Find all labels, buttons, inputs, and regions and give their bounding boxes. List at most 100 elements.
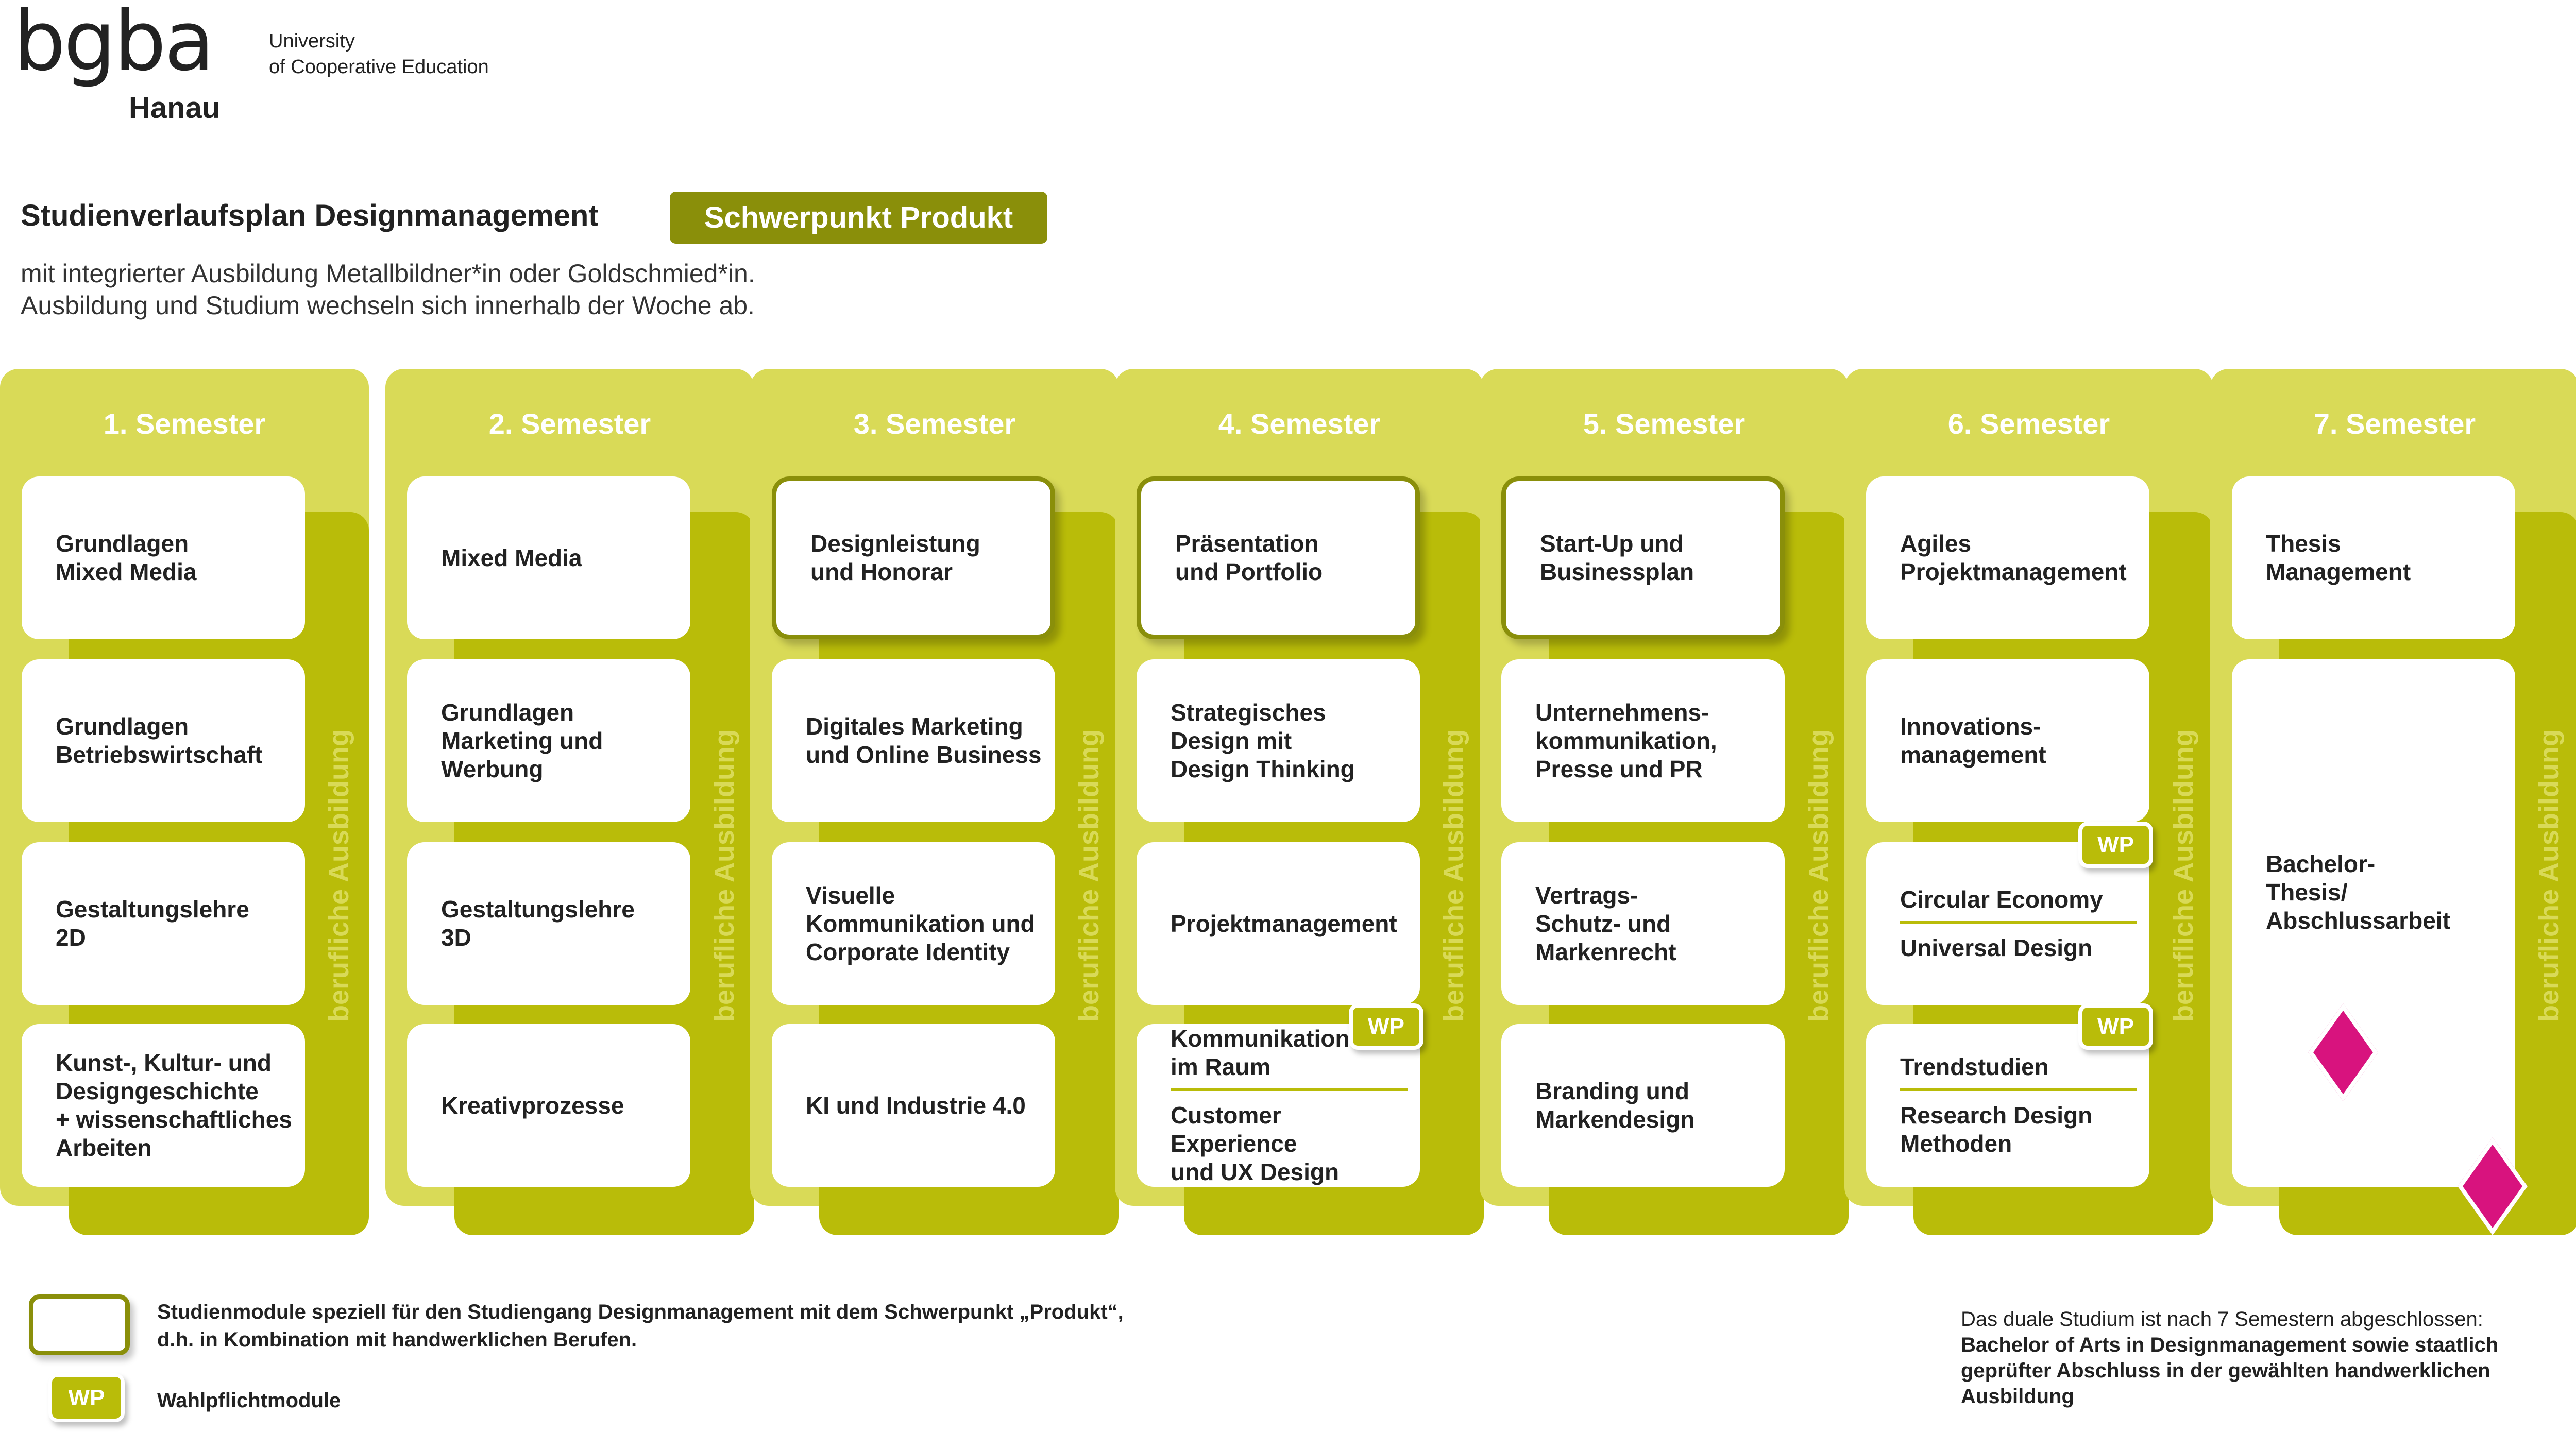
legend-special-module-text: Studienmodule speziell für den Studienga… — [157, 1298, 1124, 1354]
module-card: Bachelor- Thesis/ Abschlussarbeit — [2232, 659, 2515, 1187]
module-card: Grundlagen Mixed Media — [22, 476, 305, 639]
module-title: Vertrags- Schutz- und Markenrecht — [1535, 881, 1676, 965]
module-card: Visuelle Kommunikation und Corporate Ide… — [772, 842, 1055, 1005]
module-option-divider — [1171, 1088, 1408, 1091]
vocational-training-label-text: berufliche Ausbildung — [1074, 729, 1105, 1022]
vocational-training-label: berufliche Ausbildung — [1798, 536, 1839, 1216]
vocational-training-label-text: berufliche Ausbildung — [2534, 729, 2565, 1022]
wp-elective-badge: WP — [1349, 1003, 1423, 1050]
graduation-note-intro: Das duale Studium ist nach 7 Semestern a… — [1961, 1308, 2483, 1331]
module-card: Designleistung und Honorar — [772, 476, 1055, 639]
legend-wp-badge: WP — [48, 1373, 125, 1422]
module-title: Präsentation und Portfolio — [1175, 530, 1323, 585]
module-card: Vertrags- Schutz- und Markenrecht — [1501, 842, 1785, 1005]
module-card: Branding und Markendesign — [1501, 1024, 1785, 1187]
module-card: Digitales Marketing und Online Business — [772, 659, 1055, 822]
module-card: Grundlagen Betriebswirtschaft — [22, 659, 305, 822]
module-alternative-title: Customer Experience und UX Design — [1171, 1102, 1340, 1185]
module-title: Bachelor- Thesis/ Abschlussarbeit — [2266, 850, 2450, 934]
semester-title: 6. Semester — [1947, 407, 2110, 440]
module-title: Digitales Marketing und Online Business — [806, 713, 1042, 768]
logo-university-text: University of Cooperative Education — [269, 28, 489, 80]
module-title: Gestaltungslehre 2D — [56, 896, 249, 951]
module-card: Strategisches Design mit Design Thinking — [1137, 659, 1420, 822]
vocational-training-label-text: berufliche Ausbildung — [2168, 729, 2199, 1022]
module-title: Grundlagen Marketing und Werbung — [441, 698, 603, 782]
module-alternative-title: Research Design Methoden — [1900, 1102, 2093, 1157]
graduation-note: Das duale Studium ist nach 7 Semestern a… — [1961, 1306, 2553, 1409]
module-title: Visuelle Kommunikation und Corporate Ide… — [806, 881, 1035, 965]
module-card: Agiles Projektmanagement — [1866, 476, 2149, 639]
subtitle-line1: mit integrierter Ausbildung Metallbildne… — [21, 259, 755, 288]
vocational-training-label: berufliche Ausbildung — [1069, 536, 1110, 1216]
vocational-training-label: berufliche Ausbildung — [704, 536, 745, 1216]
module-title: Strategisches Design mit Design Thinking — [1171, 698, 1355, 782]
module-title: Kunst-, Kultur- und Designgeschichte + w… — [56, 1049, 292, 1161]
legend-special-line2: d.h. in Kombination mit handwerklichen B… — [157, 1328, 637, 1351]
module-title: Designleistung und Honorar — [810, 530, 980, 585]
vocational-training-label-text: berufliche Ausbildung — [709, 729, 740, 1022]
module-card: Gestaltungslehre 2D — [22, 842, 305, 1005]
subtitle: mit integrierter Ausbildung Metallbildne… — [21, 258, 755, 321]
module-title: Agiles Projektmanagement — [1900, 530, 2127, 585]
module-card: Gestaltungslehre 3D — [407, 842, 690, 1005]
semester-title: 2. Semester — [488, 407, 651, 440]
module-title: Kommunikation im Raum — [1171, 1025, 1350, 1080]
module-title: Grundlagen Mixed Media — [56, 530, 197, 585]
module-card: Innovations- management — [1866, 659, 2149, 822]
wp-elective-badge: WP — [2078, 1003, 2153, 1050]
module-card: Thesis Management — [2232, 476, 2515, 639]
module-title: Mixed Media — [441, 544, 582, 571]
module-alternative-title: Universal Design — [1900, 934, 2093, 961]
module-title: Projektmanagement — [1171, 910, 1397, 937]
logo-city: Hanau — [129, 91, 221, 125]
module-option-divider — [1900, 920, 2137, 924]
semester-title: 5. Semester — [1583, 407, 1745, 440]
module-card: Grundlagen Marketing und Werbung — [407, 659, 690, 822]
module-title: Thesis Management — [2266, 530, 2411, 585]
vocational-training-label-text: berufliche Ausbildung — [1438, 729, 1470, 1022]
vocational-training-label-text: berufliche Ausbildung — [1803, 729, 1835, 1022]
module-card: Kunst-, Kultur- und Designgeschichte + w… — [22, 1024, 305, 1187]
module-title: KI und Industrie 4.0 — [806, 1092, 1026, 1119]
module-title: Grundlagen Betriebswirtschaft — [56, 713, 263, 768]
module-title: Innovations- management — [1900, 713, 2046, 768]
module-card: Projektmanagement — [1137, 842, 1420, 1005]
vocational-training-label: berufliche Ausbildung — [318, 536, 360, 1216]
semester-title: 1. Semester — [103, 407, 266, 440]
graduation-note-line2: Bachelor of Arts in Designmanagement sow… — [1961, 1334, 2499, 1356]
vocational-training-label: berufliche Ausbildung — [2529, 536, 2570, 1216]
module-card: Kreativprozesse — [407, 1024, 690, 1187]
module-card: Unternehmens- kommunikation, Presse und … — [1501, 659, 1785, 822]
legend-wp-text: Wahlpflichtmodule — [157, 1389, 341, 1412]
module-title: Circular Economy — [1900, 885, 2103, 913]
module-card: Start-Up und Businessplan — [1501, 476, 1785, 639]
module-title: Branding und Markendesign — [1535, 1078, 1695, 1133]
page-title: Studienverlaufsplan Designmanagement — [21, 199, 599, 232]
semester-title: 4. Semester — [1218, 407, 1381, 440]
vocational-training-label-text: berufliche Ausbildung — [324, 729, 355, 1022]
module-option-divider — [1900, 1088, 2137, 1091]
logo-university-line1: University — [269, 30, 355, 52]
logo: bgba — [13, 0, 215, 89]
semester-title: 7. Semester — [2313, 407, 2476, 440]
subtitle-line2: Ausbildung und Studium wechseln sich inn… — [21, 291, 755, 320]
module-title: Gestaltungslehre 3D — [441, 896, 635, 951]
focus-badge: Schwerpunkt Produkt — [670, 192, 1047, 244]
wp-elective-badge: WP — [2078, 822, 2153, 868]
module-card: KI und Industrie 4.0 — [772, 1024, 1055, 1187]
vocational-training-label: berufliche Ausbildung — [2163, 536, 2204, 1216]
graduation-note-line4: Ausbildung — [1961, 1385, 2074, 1408]
module-title: Kreativprozesse — [441, 1092, 624, 1119]
legend-special-line1: Studienmodule speziell für den Studienga… — [157, 1301, 1124, 1323]
module-card: Mixed Media — [407, 476, 690, 639]
logo-university-line2: of Cooperative Education — [269, 56, 489, 78]
graduation-note-line3: geprüfter Abschluss in der gewählten han… — [1961, 1359, 2490, 1382]
legend-special-module-swatch — [29, 1294, 130, 1355]
module-card: Präsentation und Portfolio — [1137, 476, 1420, 639]
module-title: Start-Up und Businessplan — [1540, 530, 1694, 585]
